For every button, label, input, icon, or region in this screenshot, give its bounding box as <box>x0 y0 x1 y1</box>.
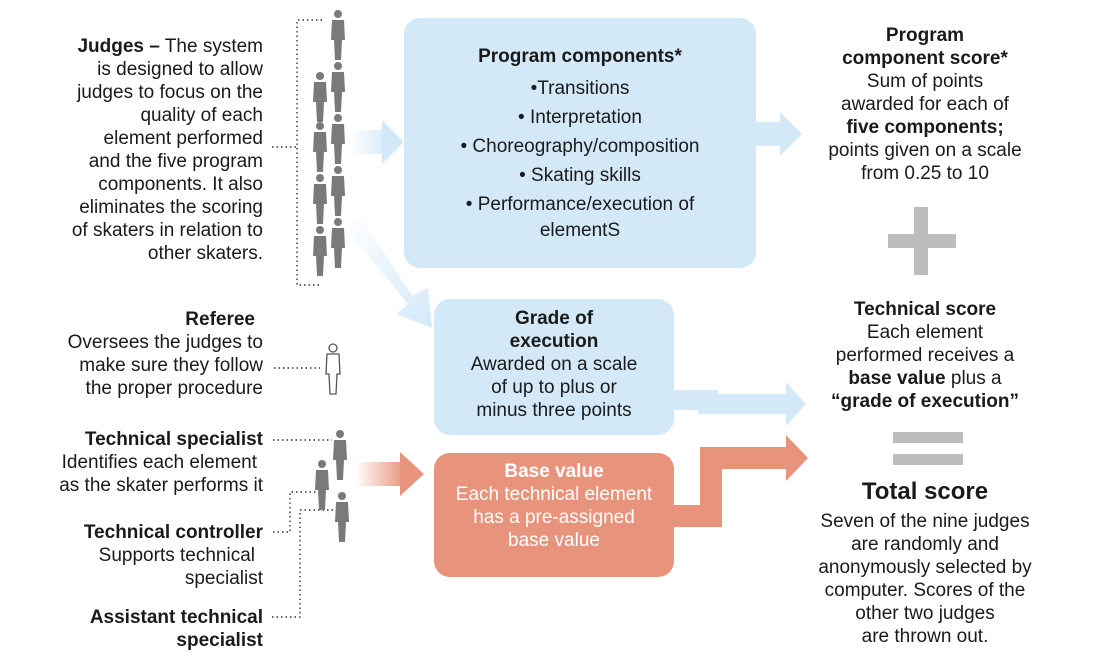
base-value-title: Base value <box>504 461 604 482</box>
technical-score-line: Each element <box>866 322 984 343</box>
component-item: • Performance/execution of <box>465 194 695 215</box>
grade-of-execution-line: of up to plus or <box>491 377 617 398</box>
judges-title: Judges – <box>77 36 160 57</box>
technical-controller-line: specialist <box>184 568 263 589</box>
grade-of-execution-box: Grade of execution Awarded on a scale of… <box>434 299 674 435</box>
equals-operator-icon <box>893 432 963 465</box>
judges-line: judges to focus on the <box>77 82 263 103</box>
referee-figure-icon <box>325 343 341 395</box>
referee-line: the proper procedure <box>85 378 263 399</box>
base-value-line: base value <box>508 530 600 551</box>
judges-line: is designed to allow <box>97 59 263 80</box>
plus-operator-icon <box>888 207 956 275</box>
program-component-score-bold: five components; <box>846 117 1004 138</box>
total-score-title: Total score <box>861 478 989 505</box>
judge-figure-icon <box>331 114 345 164</box>
total-score-line: are thrown out. <box>861 626 989 647</box>
total-score-line: computer. Scores of the <box>824 580 1026 601</box>
technical-score-title: Technical score <box>853 299 997 320</box>
judge-figure-icon <box>331 166 345 216</box>
referee-description: Referee Oversees the judges to make sure… <box>20 308 263 400</box>
program-components-box: Program components* •Transitions • Inter… <box>404 18 756 268</box>
grade-of-execution-line: minus three points <box>476 400 632 421</box>
technical-controller-line: Supports technical <box>98 545 255 566</box>
grade-of-execution-title: Grade of <box>514 308 594 329</box>
component-item: • Choreography/composition <box>460 136 700 157</box>
program-component-score-line: Sum of points <box>866 71 984 92</box>
arrow-base-to-technical <box>674 435 808 527</box>
program-component-score-title: component score* <box>842 48 1008 69</box>
technical-controller-figure-icon <box>315 460 329 510</box>
base-value-line: Each technical element <box>455 484 653 505</box>
referee-line: Oversees the judges to <box>67 332 263 353</box>
judges-line: quality of each <box>140 105 263 126</box>
component-item: • Interpretation <box>518 107 642 128</box>
judge-figure-icon <box>331 218 345 268</box>
program-components-title: Program components* <box>478 46 682 67</box>
technical-score-line: performed receives a <box>835 345 1015 366</box>
base-value-line: has a pre-assigned <box>473 507 635 528</box>
total-score-line: are randomly and <box>851 534 999 555</box>
technical-score: Technical score Each element performed r… <box>800 298 1050 413</box>
judges-line: element performed <box>103 128 263 149</box>
judges-line: eliminates the scoring <box>79 197 263 218</box>
program-component-score-line: awarded for each of <box>841 94 1009 115</box>
technical-specialist-line: Identifies each element <box>61 452 257 473</box>
judges-line: and the five program <box>88 151 263 172</box>
program-component-score: Program component score* Sum of points a… <box>800 24 1050 185</box>
judges-line: components. It also <box>98 174 263 195</box>
judge-figure-icon <box>313 226 327 276</box>
judges-line: of skaters in relation to <box>71 220 263 241</box>
grade-of-execution-title: execution <box>509 331 599 352</box>
technical-specialist-line: as the skater performs it <box>59 475 263 496</box>
judge-figure-icon <box>313 174 327 224</box>
technical-score-base-value: base value <box>848 368 946 389</box>
arrow-grade-to-technical <box>674 382 806 426</box>
total-score-line: anonymously selected by <box>818 557 1032 578</box>
assistant-specialist-title: specialist <box>176 630 263 651</box>
program-component-score-title: Program <box>885 25 965 46</box>
total-score-line: Seven of the nine judges <box>820 511 1030 532</box>
component-item: • Skating skills <box>519 165 641 186</box>
component-item: •Transitions <box>530 78 630 99</box>
dotted-connectors <box>272 19 335 618</box>
referee-title: Referee <box>185 309 255 330</box>
total-score: Total score Seven of the nine judges are… <box>790 478 1060 648</box>
grade-of-execution-line: Awarded on a scale <box>470 354 638 375</box>
technical-controller-title: Technical controller <box>83 522 263 543</box>
technical-specialist-title: Technical specialist <box>84 429 263 450</box>
technical-specialist-description: Technical specialist Identifies each ele… <box>10 428 263 497</box>
judges-text-first: The system <box>159 36 263 57</box>
referee-line: make sure they follow <box>79 355 263 376</box>
assistant-specialist-figure-icon <box>335 492 349 542</box>
arrow-judges-to-grade <box>345 216 432 328</box>
technical-score-grade: “grade of execution” <box>831 391 1019 412</box>
technical-score-line: plus a <box>945 368 1002 389</box>
judge-figures <box>313 10 345 276</box>
judge-figure-icon <box>331 10 345 60</box>
arrow-judges-to-components <box>350 120 404 164</box>
program-component-score-line: from 0.25 to 10 <box>861 163 989 184</box>
arrow-technical-to-base <box>355 452 424 496</box>
component-item: elementS <box>539 220 621 241</box>
technical-controller-description: Technical controller Supports technical … <box>10 521 263 590</box>
judge-figure-icon <box>313 122 327 172</box>
judge-figure-icon <box>313 72 327 122</box>
judge-figure-icon <box>331 62 345 112</box>
technical-specialist-figure-icon <box>333 430 347 480</box>
assistant-specialist-title: Assistant technical <box>89 607 263 628</box>
assistant-specialist-description: Assistant technical specialist <box>10 606 263 652</box>
judges-description: Judges – The system is designed to allow… <box>20 35 263 265</box>
base-value-box: Base value Each technical element has a … <box>434 453 674 577</box>
technical-figures <box>315 430 349 542</box>
total-score-line: other two judges <box>855 603 995 624</box>
program-component-score-line: points given on a scale <box>828 140 1022 161</box>
judges-line: other skaters. <box>147 243 263 264</box>
arrow-components-to-score <box>756 112 802 156</box>
